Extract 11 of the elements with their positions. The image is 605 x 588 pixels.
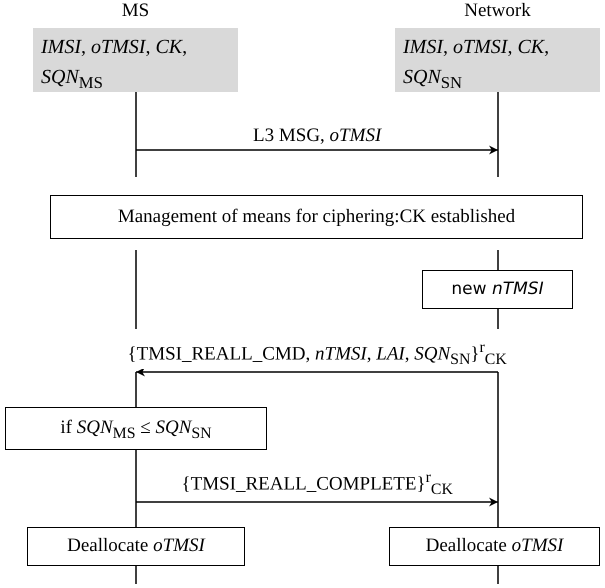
participant-label: MS (122, 0, 150, 22)
participant-label: Network (464, 0, 531, 22)
message-label: L3 MSG, oTMSI (251, 125, 384, 147)
action-box: Deallocate oTMSI (27, 527, 245, 566)
action-box: if SQN$_{MS}$ ≤ SQN$_{SN}$ (5, 407, 267, 450)
action-box: Management of means for ciphering:CK established (50, 195, 583, 239)
state-box: IMSI, oTMSI, CK, SQN$_{MS}$ (33, 28, 238, 92)
message-arrow (136, 368, 498, 376)
state-box: IMSI, oTMSI, CK, SQN$_{SN}$ (395, 28, 600, 92)
message-arrow (136, 146, 498, 154)
message-arrow (136, 498, 498, 506)
